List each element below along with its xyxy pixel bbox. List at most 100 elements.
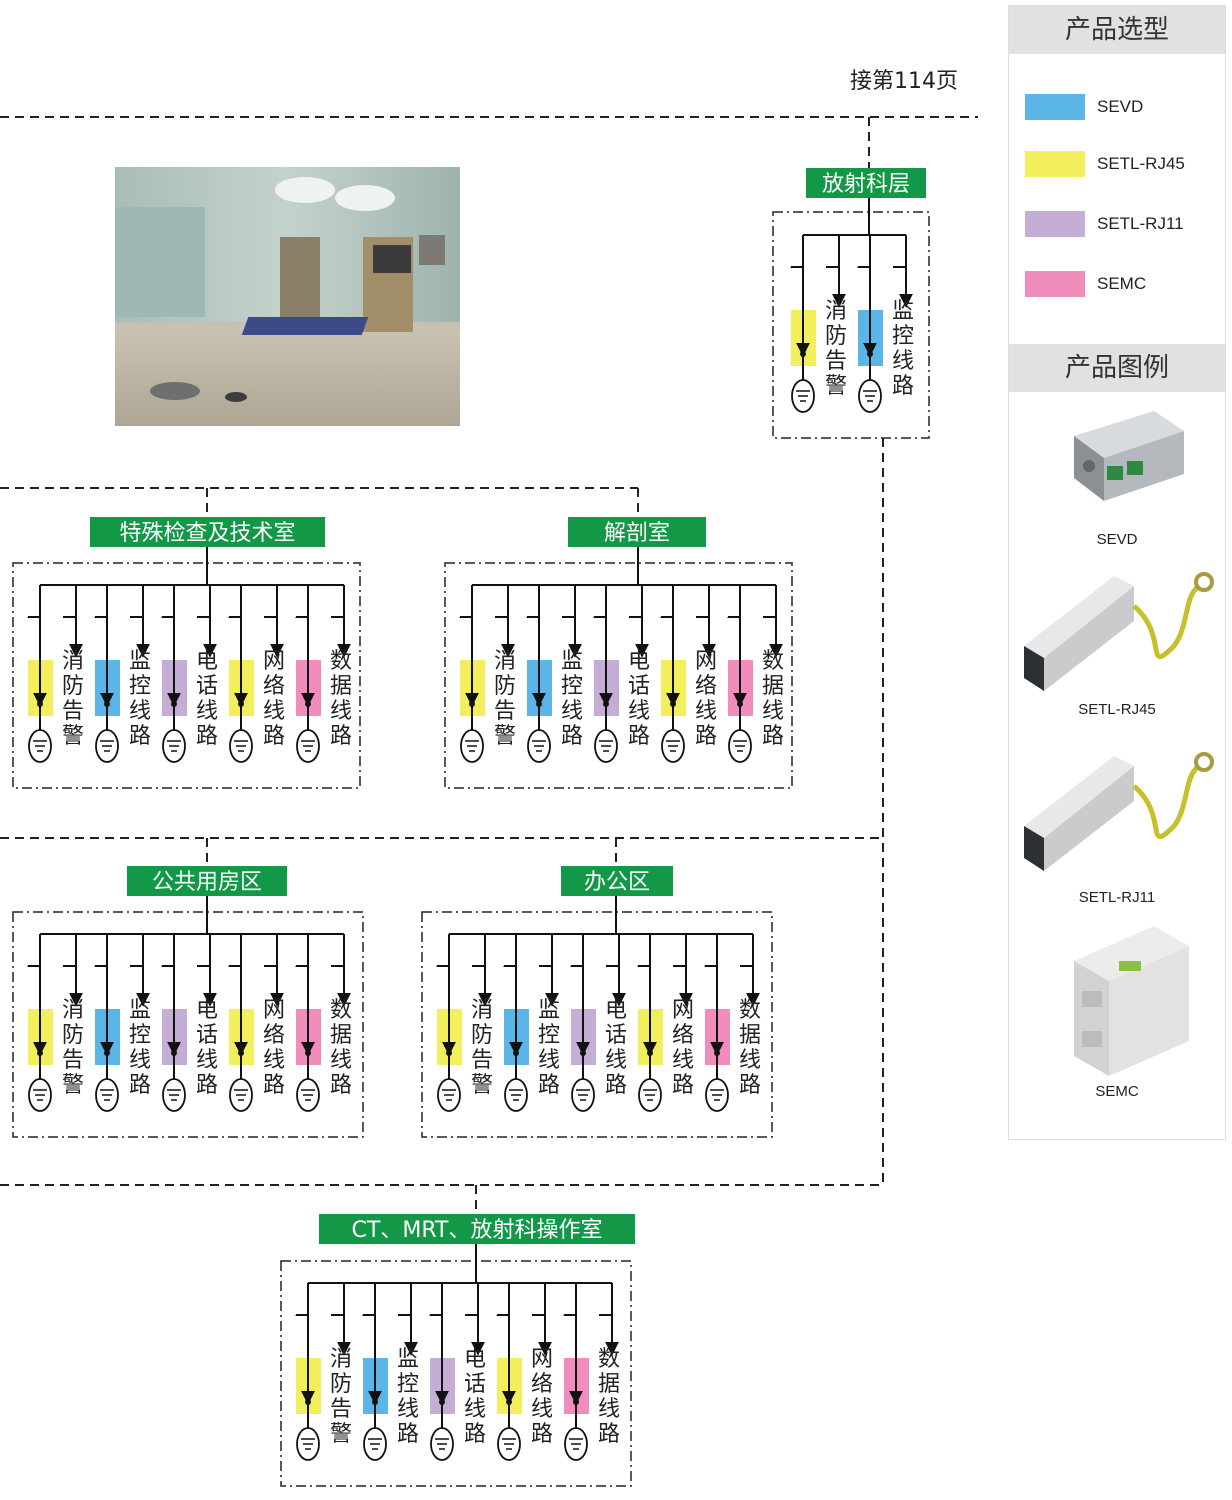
line-name-char: 线	[464, 1397, 486, 1422]
line-name-char: 线	[598, 1397, 620, 1422]
line-name-char: 线	[196, 1048, 218, 1073]
line-name-char: 电	[464, 1347, 486, 1372]
line-name-char: 控	[129, 674, 151, 699]
line-name-char: 线	[263, 699, 285, 724]
line-name-char: 消	[494, 649, 516, 674]
legend-label: SETL-RJ11	[1097, 214, 1184, 233]
line-name-char: 络	[672, 1023, 694, 1048]
line-name-char: 线	[330, 699, 352, 724]
legend-label: SETL-RJ45	[1097, 154, 1185, 173]
zone-label-bg	[568, 517, 706, 547]
legend-label: SEVD	[1097, 97, 1144, 116]
line-name-char: 警	[62, 1073, 84, 1098]
line-name-char: 防	[825, 324, 847, 349]
line-name-char: 防	[62, 1023, 84, 1048]
line-name-char: 路	[129, 1073, 151, 1098]
legend-swatch	[1025, 211, 1085, 237]
line-name-char: 消	[62, 649, 84, 674]
line-name-char: 线	[628, 699, 650, 724]
line-name-char: 路	[397, 1422, 419, 1447]
line-name-char: 路	[330, 724, 352, 749]
line-name-char: 路	[464, 1422, 486, 1447]
line-name-char: 电	[196, 998, 218, 1023]
line-name-char: 监	[129, 998, 151, 1023]
semc-device-image	[1074, 926, 1189, 1076]
trunk-lines	[0, 116, 978, 1216]
line-name-char: 路	[330, 1073, 352, 1098]
line-name-char: 据	[330, 674, 352, 699]
line-name-char: 线	[397, 1397, 419, 1422]
legend-swatch	[1025, 271, 1085, 297]
line-name-char: 网	[695, 649, 717, 674]
product-selection-title: 产品选型	[1009, 6, 1225, 54]
line-name-char: 路	[531, 1422, 553, 1447]
product-caption: SEVD	[1096, 531, 1138, 548]
line-name-char: 警	[494, 724, 516, 749]
line-name-char: 告	[330, 1397, 352, 1422]
zone-label: 办公区	[584, 870, 650, 895]
line-name-char: 路	[672, 1073, 694, 1098]
line-name-char: 数	[739, 998, 761, 1023]
line-name-char: 控	[538, 1023, 560, 1048]
line-name-char: 线	[196, 699, 218, 724]
line-name-char: 监	[129, 649, 151, 674]
line-name-char: 数	[762, 649, 784, 674]
product-caption: SEMC	[1095, 1083, 1139, 1100]
line-name-char: 据	[330, 1023, 352, 1048]
line-name-char: 路	[628, 724, 650, 749]
line-name-char: 话	[628, 674, 650, 699]
line-name-char: 线	[330, 1048, 352, 1073]
line-name-char: 据	[739, 1023, 761, 1048]
line-name-char: 路	[196, 724, 218, 749]
line-name-char: 线	[672, 1048, 694, 1073]
product-sidebar: 产品选型 SEVD SETL-RJ45 SETL-RJ11 SEMC 产品图例 …	[1008, 5, 1226, 1140]
line-name-char: 网	[531, 1347, 553, 1372]
line-name-char: 告	[62, 699, 84, 724]
line-name-char: 控	[397, 1372, 419, 1397]
line-name-char: 线	[263, 1048, 285, 1073]
line-name-char: 线	[739, 1048, 761, 1073]
line-name-char: 警	[330, 1422, 352, 1447]
line-name-char: 控	[129, 1023, 151, 1048]
line-name-char: 路	[739, 1073, 761, 1098]
zone-label: 公共用房区	[152, 870, 262, 895]
product-caption: SETL-RJ45	[1078, 701, 1156, 718]
line-name-char: 数	[598, 1347, 620, 1372]
line-name-char: 消	[471, 998, 493, 1023]
line-name-char: 路	[561, 724, 583, 749]
line-name-char: 路	[263, 724, 285, 749]
operating-room-photo	[115, 167, 460, 426]
line-name-char: 电	[605, 998, 627, 1023]
legend-label: SEMC	[1097, 274, 1147, 293]
zone-label-bg	[319, 1214, 635, 1244]
line-name-char: 控	[892, 324, 914, 349]
line-name-char: 络	[695, 674, 717, 699]
line-name-char: 监	[397, 1347, 419, 1372]
line-name-char: 告	[494, 699, 516, 724]
setl-rj11-device-image	[1024, 752, 1214, 871]
line-name-char: 路	[892, 374, 914, 399]
zone-label: 解剖室	[604, 521, 670, 546]
line-name-char: 网	[263, 649, 285, 674]
